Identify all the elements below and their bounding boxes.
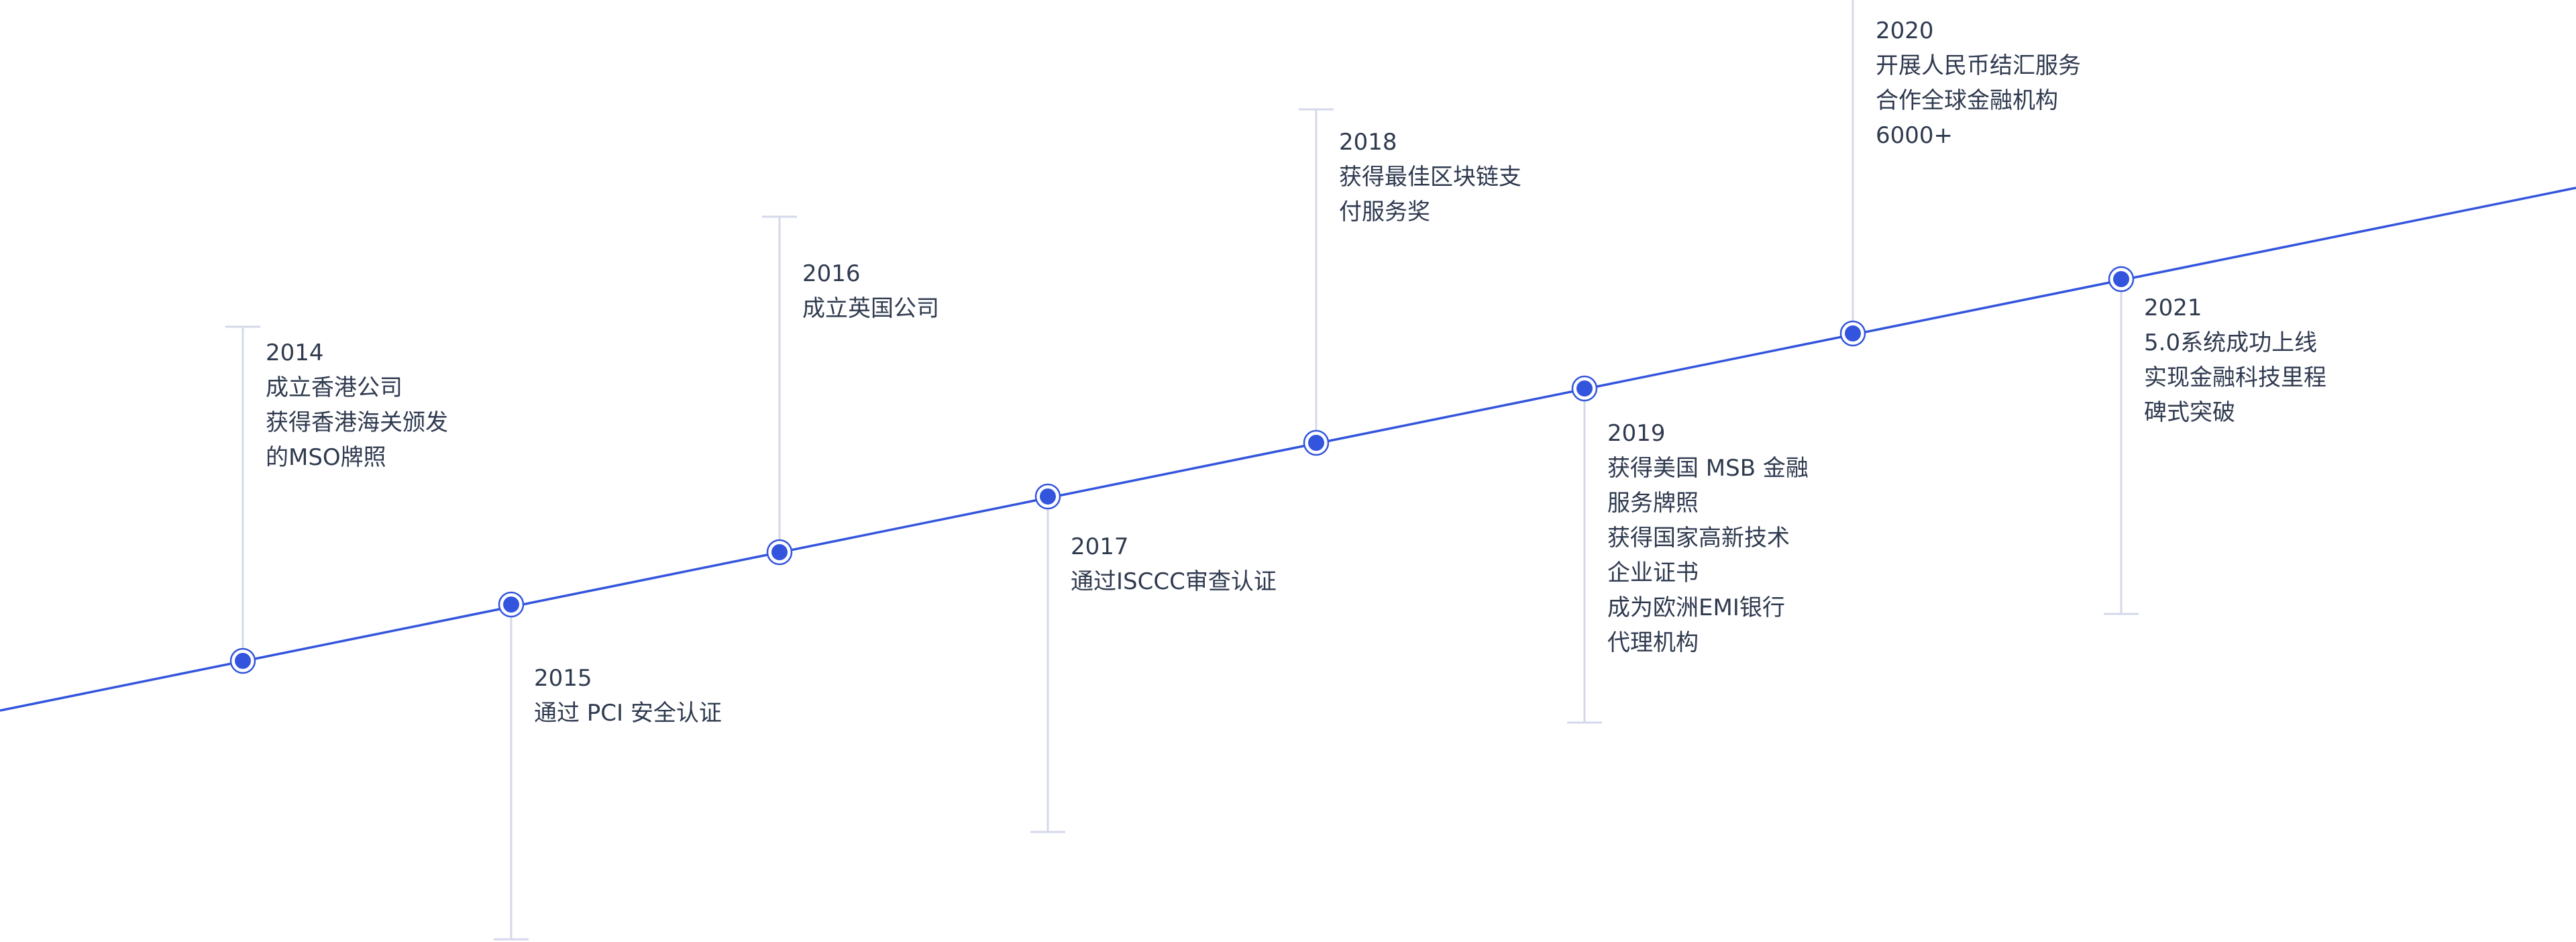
milestone-year: 2021: [2144, 295, 2202, 321]
stems-layer: [225, 0, 2139, 941]
milestone-year: 2017: [1071, 533, 1129, 560]
milestone-line: 付服务奖: [1339, 199, 1430, 225]
milestone-2019: 2019 获得美国 MSB 金融 服务牌照 获得国家高新技术 企业证书 成为欧洲…: [1607, 416, 1829, 660]
milestone-node: [1576, 380, 1593, 397]
milestone-2020: 2020 开展人民币结汇服务 合作全球金融机构 6000+: [1876, 13, 2097, 153]
milestone-line: 成为欧洲EMI银行: [1607, 594, 1785, 621]
milestone-line: 成立英国公司: [802, 295, 939, 322]
milestone-line: 获得香港海关颁发: [266, 409, 448, 436]
milestone-line: 获得最佳区块链支: [1339, 164, 1521, 191]
milestone-year: 2019: [1607, 420, 1666, 447]
milestone-year: 2015: [534, 665, 592, 692]
nodes-layer: [229, 266, 2135, 674]
milestone-line: 成立香港公司: [266, 374, 402, 401]
milestone-node: [771, 544, 788, 560]
milestone-line: 获得国家高新技术: [1607, 525, 1790, 552]
milestone-line: 6000+: [1876, 122, 1953, 149]
milestone-line: 碑式突破: [2144, 399, 2235, 426]
milestone-year: 2020: [1876, 17, 1934, 44]
milestone-line: 合作全球金融机构: [1876, 87, 2058, 114]
milestone-line: 获得美国 MSB 金融: [1607, 455, 1809, 482]
timeline-axis: [0, 187, 2576, 712]
milestone-2016: 2016 成立英国公司: [802, 256, 1024, 326]
milestone-node: [1845, 325, 1861, 342]
milestone-line: 开展人民币结汇服务: [1876, 52, 2081, 79]
milestone-node: [1040, 488, 1056, 505]
milestone-line: 企业证书: [1607, 560, 1699, 586]
milestone-node: [1308, 435, 1324, 451]
milestone-year: 2014: [266, 339, 324, 366]
milestone-2015: 2015 通过 PCI 安全认证: [534, 661, 755, 731]
milestone-line: 通过 PCI 安全认证: [534, 700, 722, 727]
milestone-line: 通过ISCCC审查认证: [1071, 568, 1277, 595]
milestone-line: 的MSO牌照: [266, 444, 386, 471]
milestone-year: 2016: [802, 260, 861, 287]
milestone-2014: 2014 成立香港公司 获得香港海关颁发 的MSO牌照: [266, 335, 487, 475]
milestone-line: 5.0系统成功上线: [2144, 329, 2318, 356]
milestone-line: 实现金融科技里程: [2144, 364, 2326, 391]
milestone-line: 服务牌照: [1607, 490, 1699, 517]
milestone-year: 2018: [1339, 129, 1397, 156]
milestone-node: [503, 596, 519, 613]
milestone-node: [235, 653, 251, 669]
milestone-node: [2113, 271, 2129, 287]
milestone-line: 代理机构: [1607, 629, 1699, 656]
milestone-2017: 2017 通过ISCCC审查认证: [1071, 529, 1292, 599]
milestone-2018: 2018 获得最佳区块链支 付服务奖: [1339, 125, 1560, 229]
milestone-2021: 2021 5.0系统成功上线 实现金融科技里程 碑式突破: [2144, 291, 2365, 430]
